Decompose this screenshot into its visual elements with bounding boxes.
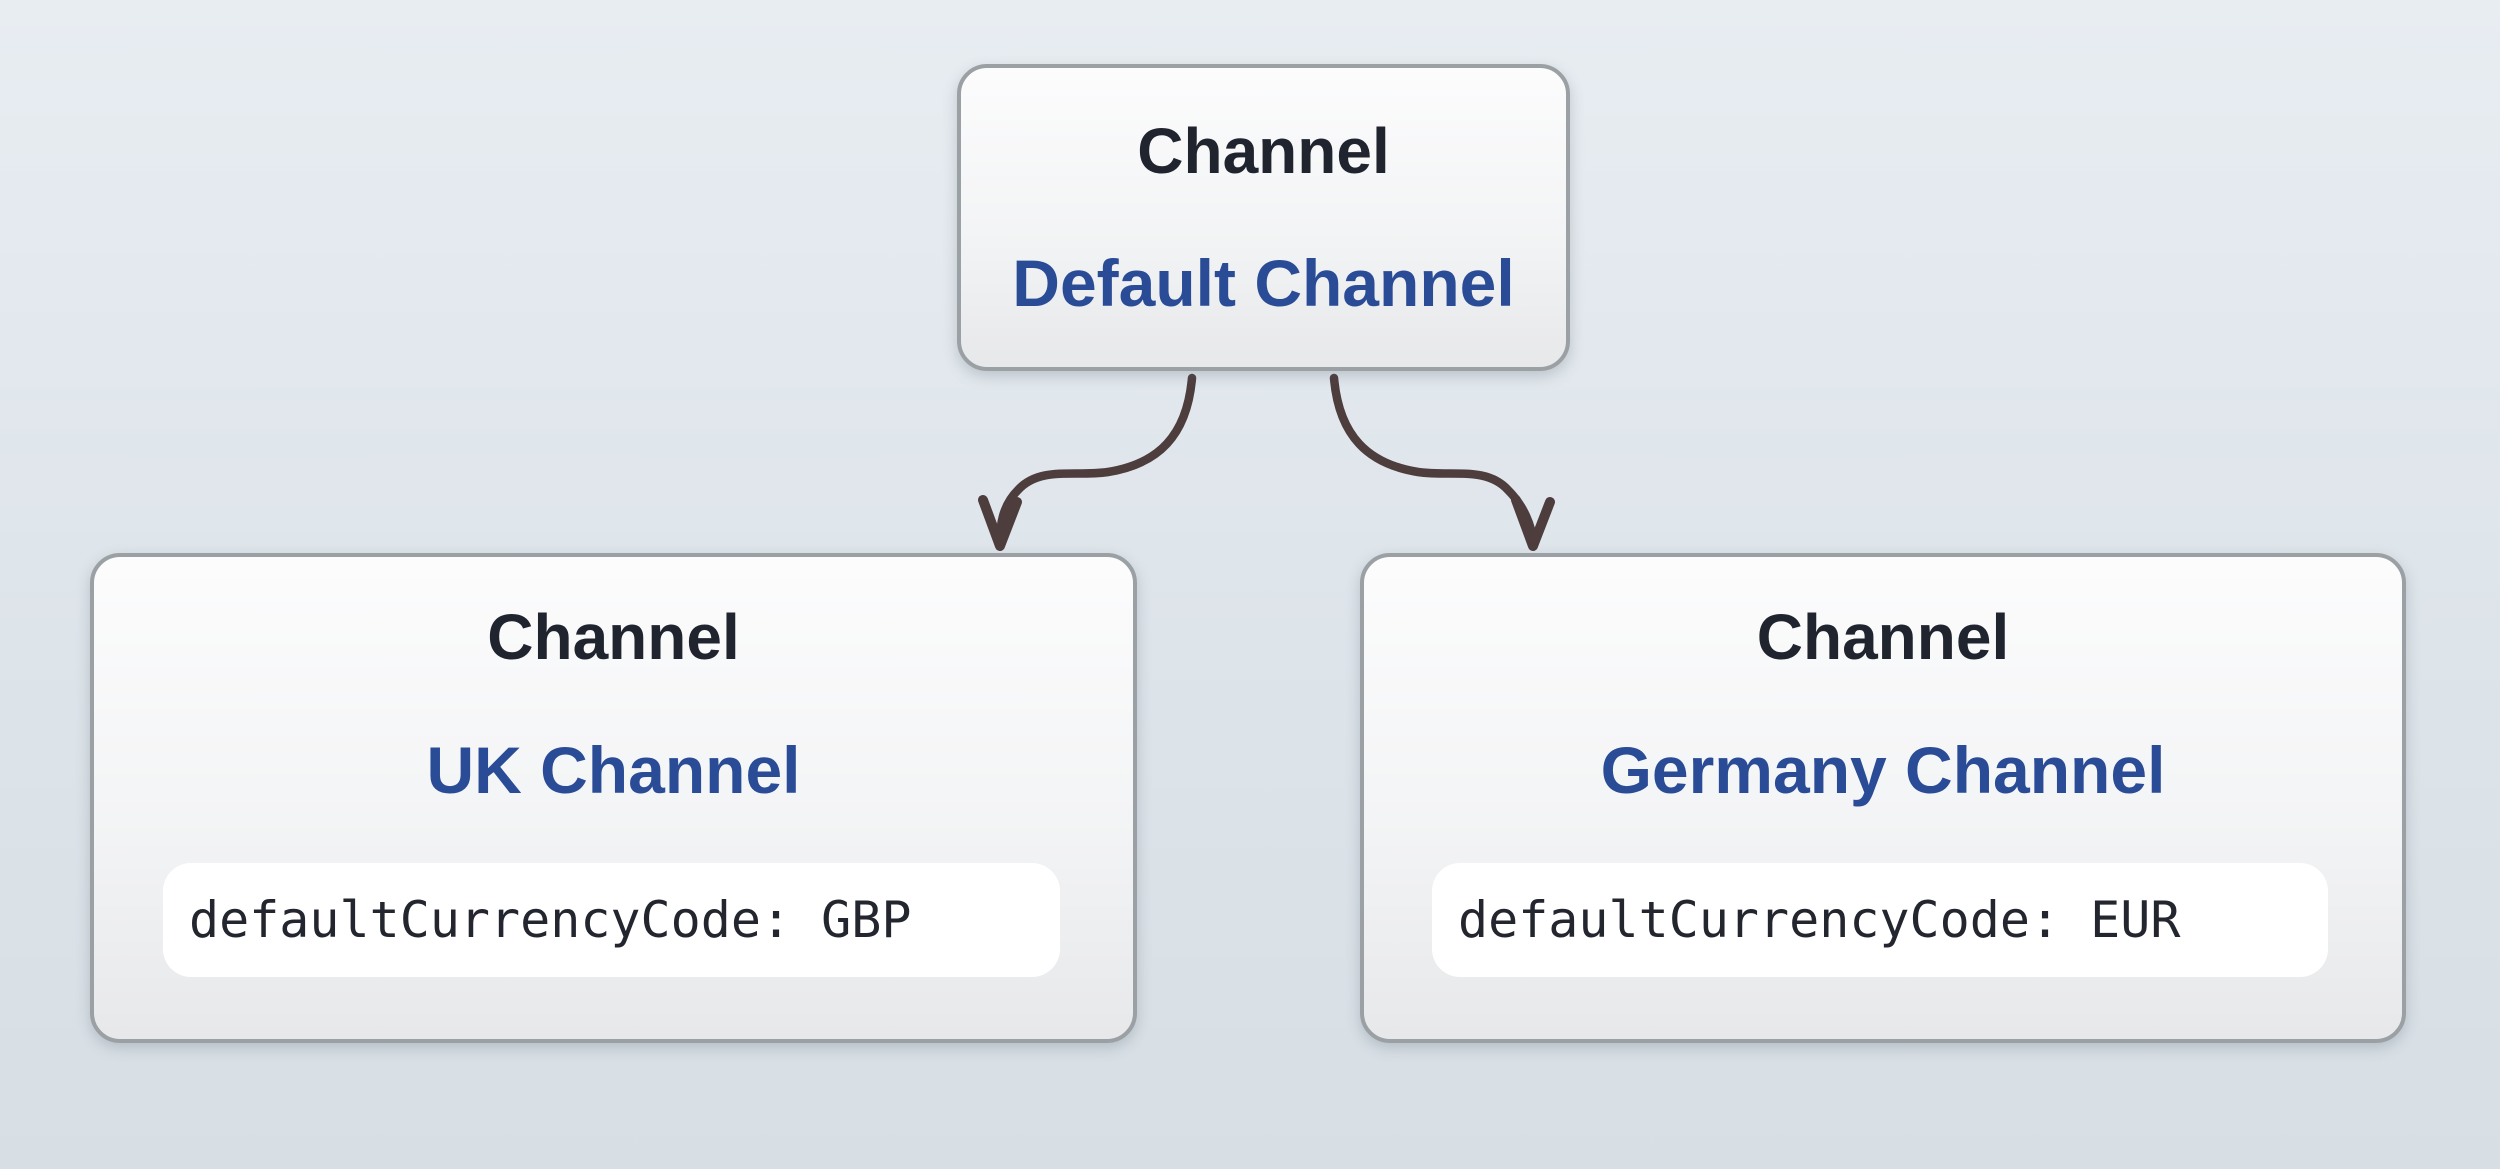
node-default-channel: Channel Default Channel <box>957 64 1570 371</box>
attribute-pill: defaultCurrencyCode: EUR <box>1432 863 2328 977</box>
node-uk-channel: Channel UK Channel defaultCurrencyCode: … <box>90 553 1137 1043</box>
node-name-label: Germany Channel <box>1600 733 2166 807</box>
node-germany-channel: Channel Germany Channel defaultCurrencyC… <box>1360 553 2406 1043</box>
arrowhead-uk-icon <box>978 495 1022 551</box>
arrowhead-germany-icon <box>1511 495 1555 551</box>
node-entity-label: Channel <box>487 601 740 673</box>
node-entity-label: Channel <box>1137 115 1390 187</box>
attribute-text: defaultCurrencyCode: EUR <box>1458 891 2181 949</box>
edge-default-to-germany <box>1329 373 1538 547</box>
node-name-label: Default Channel <box>1012 246 1515 320</box>
node-entity-label: Channel <box>1756 601 2010 673</box>
attribute-pill: defaultCurrencyCode: GBP <box>163 863 1060 977</box>
attribute-text: defaultCurrencyCode: GBP <box>189 891 912 949</box>
edge-default-to-uk <box>995 373 1197 547</box>
node-name-label: UK Channel <box>426 733 801 807</box>
